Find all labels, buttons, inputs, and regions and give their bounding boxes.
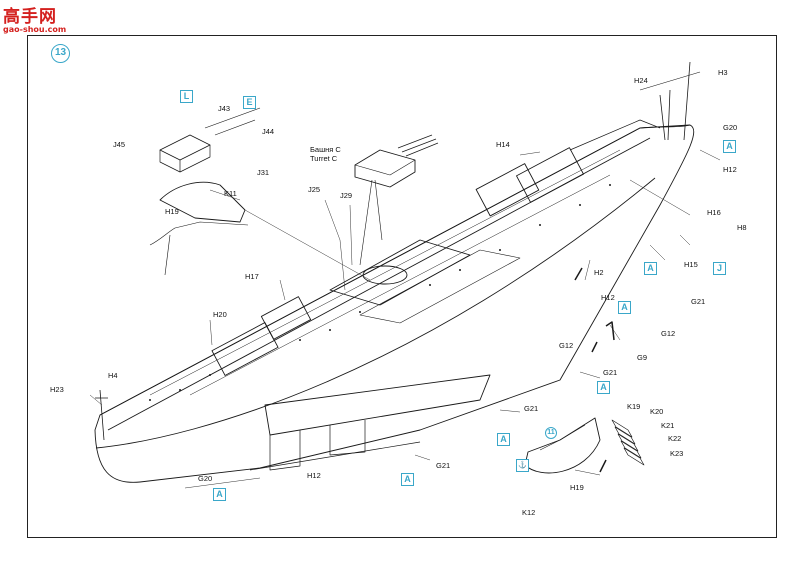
- anchor-reference-icon: ⚓: [516, 459, 529, 472]
- part-label-j29: J29: [340, 191, 353, 200]
- part-label-h19-top: H19: [165, 207, 179, 216]
- part-label-h12-right: H12: [723, 165, 737, 174]
- mainmast: [659, 61, 691, 141]
- part-label-g21-bottom: G21: [436, 461, 451, 470]
- callout-circle-11: 11: [545, 427, 557, 439]
- bridge-platform: [159, 181, 246, 223]
- part-label-j25: J25: [308, 185, 321, 194]
- callout-box-a-lower: A: [497, 433, 510, 446]
- part-label-k12: K12: [522, 508, 536, 517]
- part-label-h2: H2: [594, 268, 604, 277]
- part-label-g21-right: G21: [691, 297, 706, 306]
- watermark-url: gao-shou.com: [3, 25, 67, 34]
- callout-box-l: L: [180, 90, 193, 103]
- callout-box-a-top-right: A: [723, 140, 736, 153]
- watermark-logo: 高手网 gao-shou.com: [3, 2, 75, 36]
- part-label-g20-right: G20: [723, 123, 738, 132]
- deck-edge: [99, 124, 691, 416]
- part-label-g9: G9: [637, 353, 648, 362]
- callout-box-a-bottom-left: A: [213, 488, 226, 501]
- part-label-h14: H14: [496, 140, 510, 149]
- mid-superstructure: [329, 239, 471, 306]
- part-label-h12-mid: H12: [601, 293, 615, 302]
- step-number-badge: 13: [51, 44, 70, 63]
- part-label-h20: H20: [213, 310, 227, 319]
- stern-plates: [611, 419, 645, 466]
- part-label-g21-lower: G21: [524, 404, 539, 413]
- part-label-h17: H17: [245, 272, 259, 281]
- part-label-h19-bottom: H19: [570, 483, 584, 492]
- part-label-h15: H15: [684, 260, 698, 269]
- part-label-k19: K19: [627, 402, 641, 411]
- watermark-site-name: 高手网: [3, 7, 57, 27]
- drawing-frame: [27, 35, 777, 538]
- part-label-j43: J43: [218, 104, 231, 113]
- part-label-g12-right: G12: [661, 329, 676, 338]
- callout-box-a-right: A: [644, 262, 657, 275]
- callout-box-j: J: [713, 262, 726, 275]
- part-label-j31: J31: [257, 168, 270, 177]
- part-label-g21-mid: G21: [603, 368, 618, 377]
- forward-turret: [260, 296, 312, 340]
- part-label-g20-bottom: G20: [198, 474, 213, 483]
- part-label-k22: K22: [668, 434, 682, 443]
- part-label-h8: H8: [737, 223, 747, 232]
- part-label-h3: H3: [718, 68, 728, 77]
- mid-circular-opening: [362, 265, 408, 285]
- hull-outline: [94, 124, 695, 483]
- turret-c: [354, 149, 416, 188]
- callout-box-e: E: [243, 96, 256, 109]
- stern-section: [524, 417, 601, 474]
- part-label-j44: J44: [262, 127, 275, 136]
- part-label-h12-bottom: H12: [307, 471, 321, 480]
- aft-superstructure: [475, 163, 540, 217]
- part-label-h23: H23: [50, 385, 64, 394]
- callout-box-a-bottom-mid: A: [401, 473, 414, 486]
- waterline: [95, 177, 656, 449]
- display-stand: [264, 374, 491, 436]
- part-label-h24: H24: [634, 76, 648, 85]
- bridge-assembly: [159, 134, 211, 161]
- part-label-h4: H4: [108, 371, 118, 380]
- part-label-j45: J45: [113, 140, 126, 149]
- aft-turret: [516, 147, 584, 203]
- part-label-k23: K23: [670, 449, 684, 458]
- part-label-k21: K21: [661, 421, 675, 430]
- bow-mast: [95, 389, 108, 441]
- part-label-k20: K20: [650, 407, 664, 416]
- callout-box-a-mid: A: [618, 301, 631, 314]
- callout-box-a-lower-right: A: [597, 381, 610, 394]
- part-label-k11: K11: [224, 189, 237, 198]
- forward-superstructure: [211, 322, 279, 376]
- turret-c-label-en: Turret C: [310, 154, 338, 163]
- part-label-h16: H16: [707, 208, 721, 217]
- part-label-g12-left: G12: [559, 341, 574, 350]
- turret-c-label-ru: Башня C: [310, 145, 341, 154]
